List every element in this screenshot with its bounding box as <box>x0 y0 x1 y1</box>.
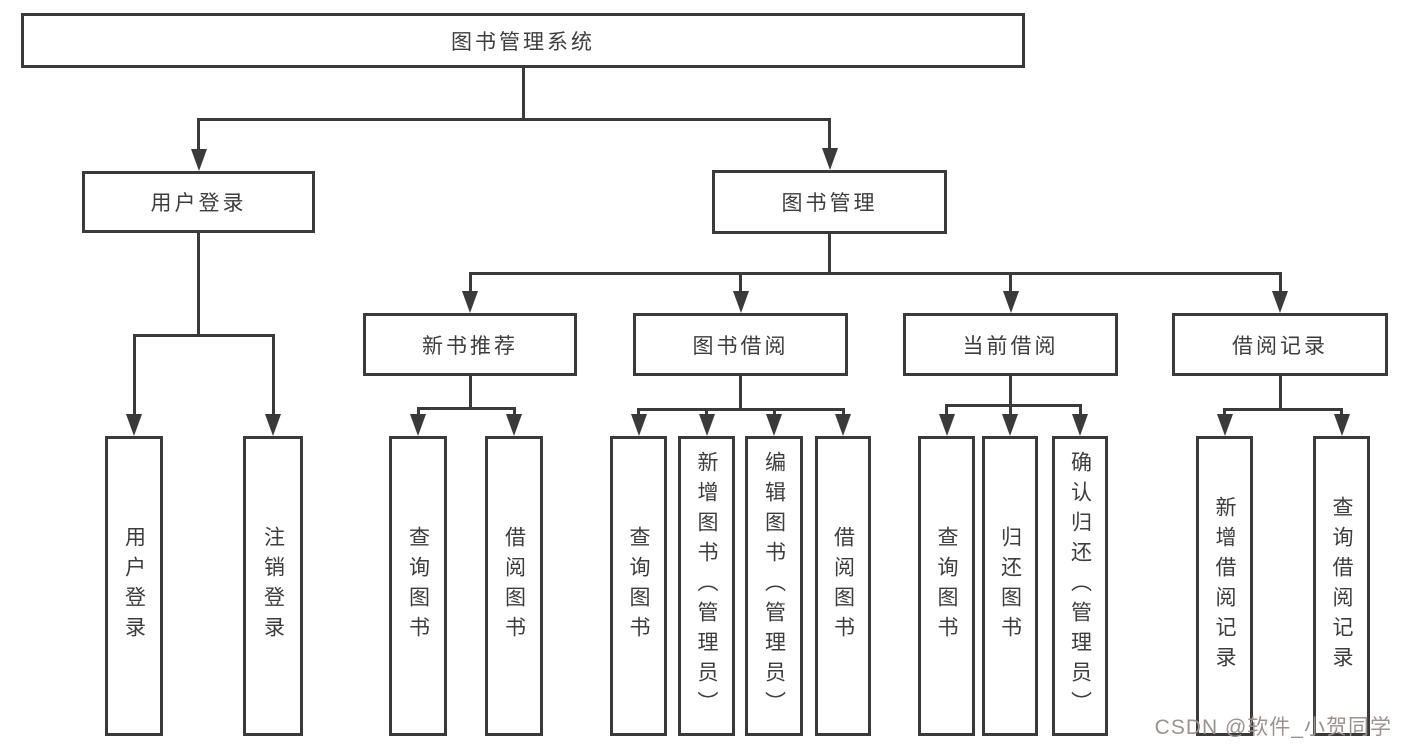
watermark: CSDN @软件_小贺同学 <box>1154 716 1392 739</box>
node-book-management: 图书管理 <box>712 170 947 234</box>
arrowhead-down <box>126 414 142 436</box>
connector-user-login-rail <box>132 334 275 337</box>
connector-arrow-line <box>468 272 472 291</box>
leaf-label: 注销登录 <box>261 526 285 646</box>
leaf-label: 查询图书 <box>627 526 650 646</box>
leaf-return-books: 归还图书 <box>982 436 1038 736</box>
leaf-logout: 注销登录 <box>243 436 303 736</box>
node-label: 图书管理系统 <box>451 30 595 54</box>
node-label: 用户登录 <box>150 192 247 215</box>
arrowhead-down <box>1272 291 1288 313</box>
leaf-label: 查询图书 <box>935 526 958 646</box>
node-label: 图书借阅 <box>692 334 789 358</box>
arrowhead-down <box>835 414 851 436</box>
connector-arrow-line <box>841 408 845 414</box>
connector-arrow-line <box>271 334 275 414</box>
arrowhead-down <box>766 414 782 436</box>
connector-root-stem <box>521 68 525 121</box>
connector-current-stem <box>1009 376 1012 407</box>
arrowhead-down <box>190 149 207 171</box>
leaf-query-books: 查询图书 <box>918 436 975 736</box>
connector-level1-rail <box>197 118 831 121</box>
node-label: 借阅记录 <box>1232 334 1328 358</box>
connector-borrowing-stem <box>739 376 742 411</box>
leaf-query-books: 查询图书 <box>389 436 447 736</box>
connector-arrow-line <box>1078 404 1082 414</box>
leaf-label: 借阅图书 <box>502 526 526 646</box>
node-borrowing-records: 借阅记录 <box>1172 313 1388 376</box>
connector-arrow-line <box>705 408 708 414</box>
connector-arrow-line <box>739 272 742 291</box>
node-current-borrowing: 当前借阅 <box>903 313 1118 376</box>
leaf-user-login: 用户登录 <box>105 436 163 736</box>
node-book-borrowing: 图书借阅 <box>633 313 848 376</box>
node-new-book-recommend: 新书推荐 <box>363 313 577 376</box>
leaf-label: 归还图书 <box>998 526 1022 646</box>
leaf-label: 新增借阅记录 <box>1213 496 1236 676</box>
leaf-label: 用户登录 <box>122 526 146 646</box>
leaf-borrow-books: 借阅图书 <box>815 436 871 736</box>
connector-arrow-line <box>772 408 776 414</box>
leaf-label: 查询借阅记录 <box>1330 496 1353 676</box>
connector-arrow-line <box>512 407 516 414</box>
connector-arrow-line <box>1340 408 1343 414</box>
arrowhead-down <box>821 148 838 170</box>
leaf-confirm-return-admin: 确认归还（管理员） <box>1052 436 1108 736</box>
arrowhead-down <box>462 291 478 313</box>
node-label: 新书推荐 <box>422 334 518 358</box>
connector-arrow-line <box>132 334 136 414</box>
node-label: 图书管理 <box>781 192 878 215</box>
connector-arrow-line <box>1008 404 1012 414</box>
arrowhead-down <box>506 414 522 436</box>
connector-records-stem <box>1278 376 1282 411</box>
arrowhead-down <box>630 414 647 436</box>
arrowhead-down <box>265 414 281 436</box>
leaf-edit-books-admin: 编辑图书（管理员） <box>745 436 803 736</box>
arrowhead-down <box>1333 414 1350 436</box>
arrowhead-down <box>732 291 749 313</box>
connector-recommend-rail <box>416 407 516 410</box>
arrowhead-down <box>1002 414 1018 436</box>
leaf-label: 新增图书（管理员） <box>695 451 718 721</box>
connector-arrow-line <box>637 408 640 414</box>
connector-arrow-line <box>197 118 200 149</box>
connector-book-mgmt-stem <box>828 234 831 275</box>
arrowhead-down <box>1002 291 1019 313</box>
arrowhead-down <box>410 414 426 436</box>
node-label: 当前借阅 <box>962 334 1059 358</box>
connector-current-rail <box>945 404 1082 407</box>
arrowhead-down <box>938 414 955 436</box>
leaf-label: 编辑图书（管理员） <box>762 451 786 721</box>
node-user-login: 用户登录 <box>82 171 315 233</box>
connector-borrowing-rail <box>637 408 845 411</box>
connector-user-login-stem <box>197 233 200 337</box>
arrowhead-down <box>1216 414 1233 436</box>
leaf-add-books-admin: 新增图书（管理员） <box>678 436 735 736</box>
arrowhead-down <box>698 414 715 436</box>
node-library-management-system: 图书管理系统 <box>21 13 1025 68</box>
leaf-label: 查询图书 <box>406 526 430 646</box>
connector-arrow-line <box>828 118 831 148</box>
leaf-add-borrow-record: 新增借阅记录 <box>1196 436 1253 736</box>
connector-level2-rail <box>468 272 1282 275</box>
leaf-query-books: 查询图书 <box>610 436 667 736</box>
connector-arrow-line <box>416 407 420 414</box>
leaf-label: 确认归还（管理员） <box>1068 451 1092 721</box>
connector-arrow-line <box>1223 408 1226 414</box>
connector-arrow-line <box>1278 272 1282 291</box>
arrowhead-down <box>1072 414 1088 436</box>
leaf-label: 借阅图书 <box>831 526 855 646</box>
connector-arrow-line <box>1009 272 1012 291</box>
leaf-borrow-books: 借阅图书 <box>485 436 543 736</box>
connector-records-rail <box>1223 408 1343 411</box>
leaf-query-borrow-record: 查询借阅记录 <box>1313 436 1370 736</box>
connector-arrow-line <box>945 404 948 414</box>
connector-recommend-stem <box>468 376 472 410</box>
